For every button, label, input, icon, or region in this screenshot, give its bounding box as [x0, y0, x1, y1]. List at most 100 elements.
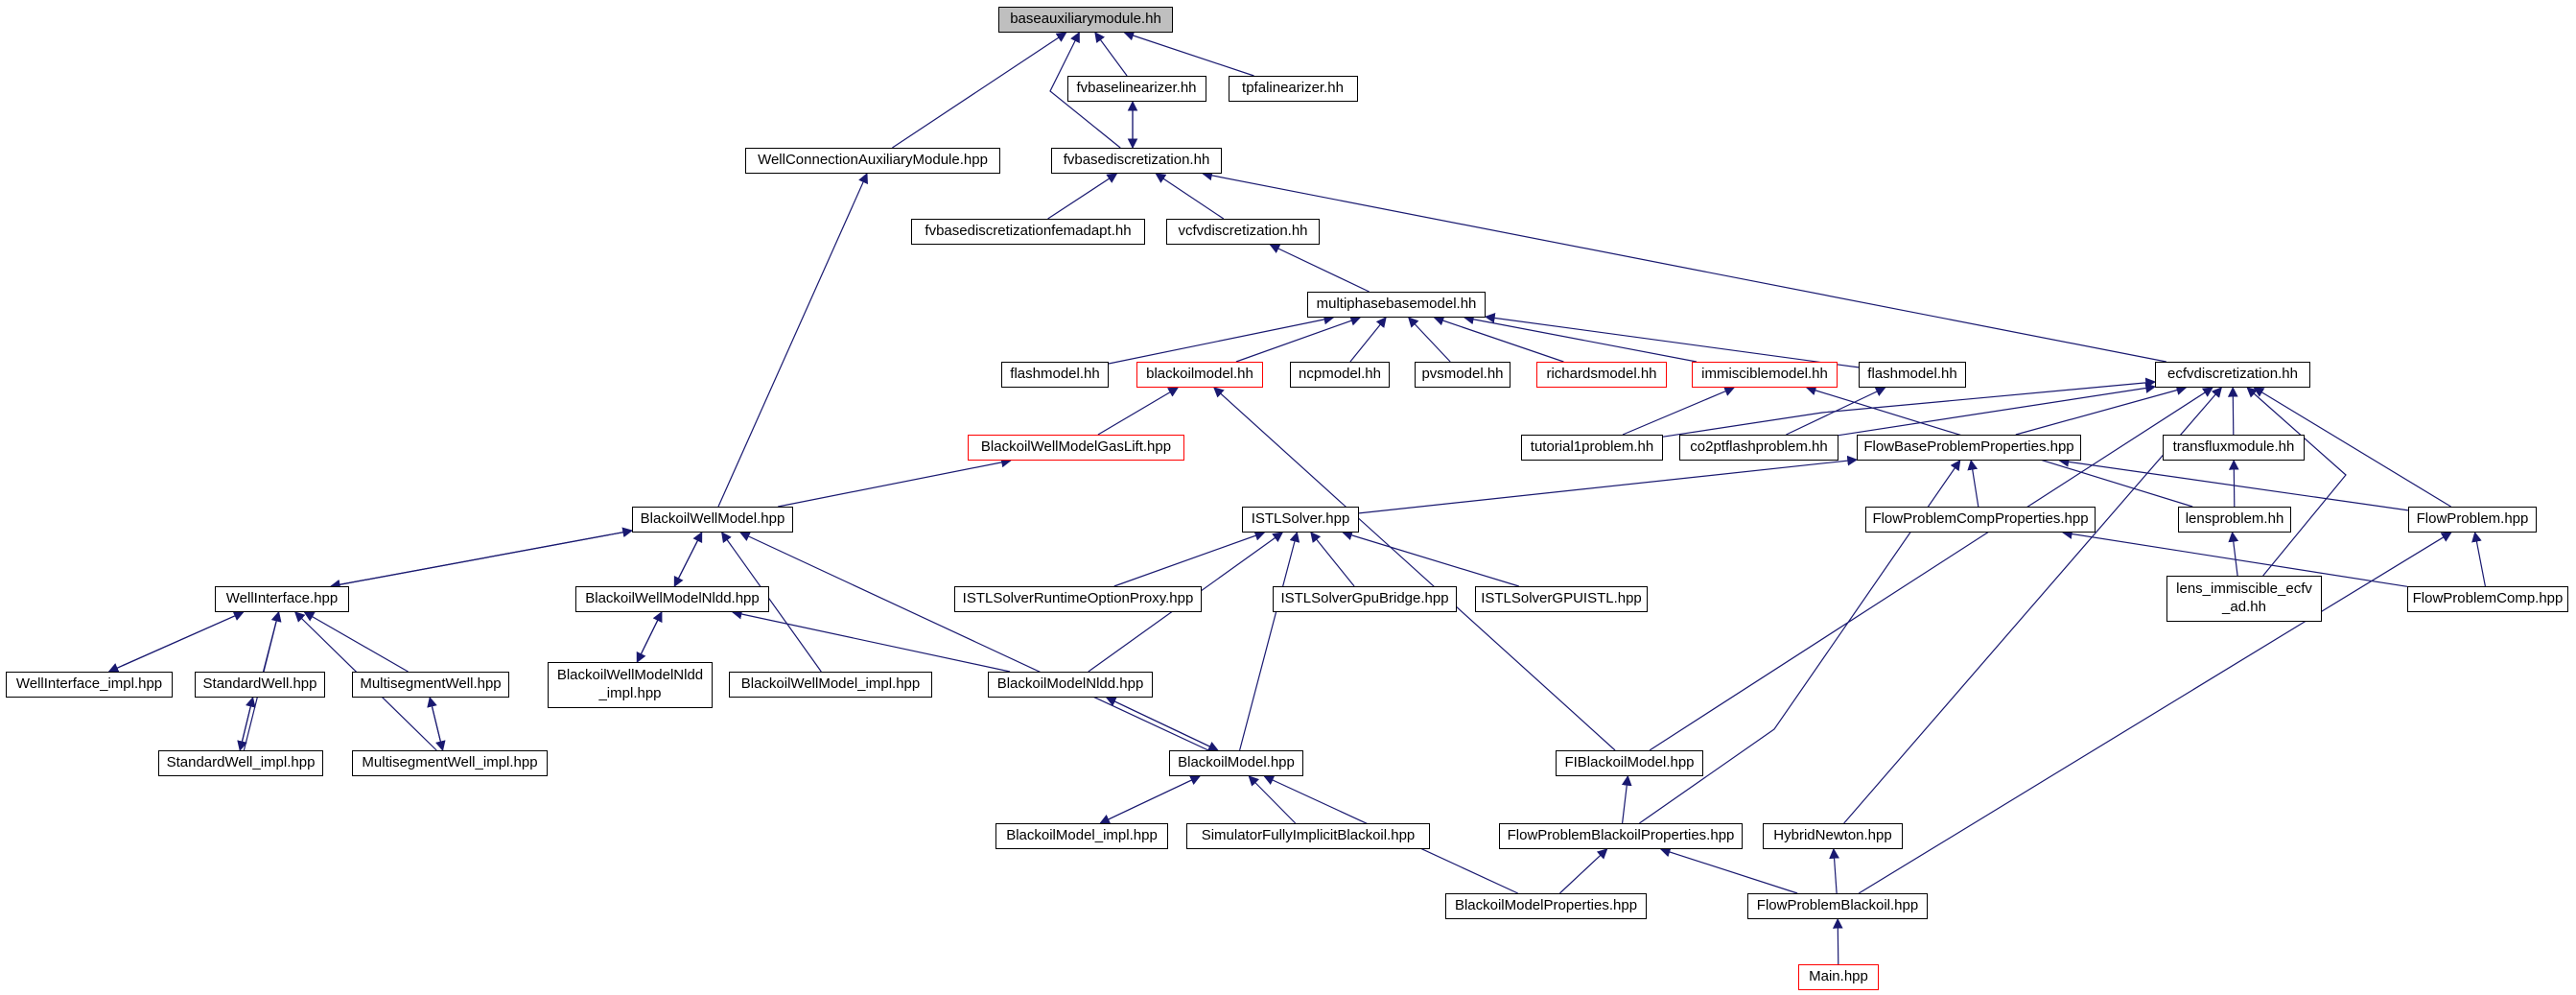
node-mswell[interactable]: MultisegmentWell.hpp — [352, 672, 509, 698]
node-lensimm[interactable]: lens_immiscible_ecfv _ad.hh — [2166, 576, 2322, 622]
node-tutorial1[interactable]: tutorial1problem.hh — [1521, 435, 1663, 461]
node-ncp[interactable]: ncpmodel.hh — [1290, 362, 1390, 388]
edge-mswell-mswell_impl — [429, 697, 446, 752]
edge-bwmnldd-bwmnldd_impl — [636, 611, 663, 663]
node-bwmnldd_impl[interactable]: BlackoilWellModelNldd _impl.hpp — [548, 662, 713, 708]
node-wellconn[interactable]: WellConnectionAuxiliaryModule.hpp — [745, 148, 1000, 174]
node-transflux[interactable]: transfluxmodule.hh — [2163, 435, 2305, 461]
edge-lensprob-transflux — [2228, 459, 2239, 508]
edge-istl-fbpp — [1358, 455, 1859, 514]
node-pvs[interactable]: pvsmodel.hh — [1415, 362, 1510, 388]
edge-flashL-multiphase — [1108, 314, 1335, 365]
edge-bmprops-fpbp — [1558, 848, 1608, 894]
node-flashL[interactable]: flashmodel.hh — [1001, 362, 1109, 388]
edge-bwm_impl-bwm — [721, 532, 822, 673]
node-multiphase[interactable]: multiphasebasemodel.hh — [1307, 292, 1486, 318]
node-femadapt[interactable]: fvbasediscretizationfemadapt.hh — [911, 219, 1145, 245]
node-istl[interactable]: ISTLSolver.hpp — [1242, 507, 1359, 533]
node-fibm[interactable]: FIBlackoilModel.hpp — [1556, 750, 1703, 776]
node-bmprops[interactable]: BlackoilModelProperties.hpp — [1445, 893, 1647, 919]
node-fbpp[interactable]: FlowBaseProblemProperties.hpp — [1857, 435, 2081, 461]
node-fpbp[interactable]: FlowProblemBlackoilProperties.hpp — [1499, 823, 1743, 849]
edge-fvbasedisc-base — [1049, 32, 1121, 149]
edge-bwm-gaslift — [778, 457, 1012, 508]
node-tpfalin[interactable]: tpfalinearizer.hh — [1228, 76, 1358, 102]
edge-tutorial1-immiscible — [1622, 386, 1735, 436]
node-istlproxy[interactable]: ISTLSolverRuntimeOptionProxy.hpp — [954, 586, 1202, 612]
edge-fpcomp-flowprob — [2471, 531, 2486, 587]
edge-fibm-ecfv — [1649, 387, 2213, 751]
node-vcfv[interactable]: vcfvdiscretization.hh — [1166, 219, 1320, 245]
node-wellif_impl[interactable]: WellInterface_impl.hpp — [6, 672, 173, 698]
node-hybridnewton[interactable]: HybridNewton.hpp — [1763, 823, 1903, 849]
edge-wellconn-base — [892, 32, 1067, 149]
node-co2pt[interactable]: co2ptflashproblem.hh — [1679, 435, 1838, 461]
edge-flashR-multiphase — [1484, 313, 1860, 368]
node-blackoilmodel[interactable]: blackoilmodel.hh — [1136, 362, 1263, 388]
node-istlgpubridge[interactable]: ISTLSolverGpuBridge.hpp — [1273, 586, 1457, 612]
edge-istlgpubridge-istl — [1310, 532, 1355, 587]
edge-fpcp-fbpp — [1967, 459, 1979, 508]
edge-fpbp-fbpp — [1639, 460, 1961, 824]
edge-fbpp-ecfv — [2015, 385, 2188, 436]
edge-blackoilmodel-multiphase — [1235, 316, 1362, 363]
edge-fpblackoil-hybridnewton — [1829, 847, 1839, 894]
node-fvbasedisc[interactable]: fvbasediscretization.hh — [1051, 148, 1222, 174]
edge-richards-multiphase — [1433, 316, 1564, 363]
edge-lensimm-lensprob — [2228, 531, 2239, 577]
edge-flowprob-fbpp — [2058, 457, 2409, 511]
edge-co2pt-ecfv — [1838, 383, 2157, 437]
edge-flowprob-ecfv — [2253, 387, 2451, 508]
node-bmodel_impl[interactable]: BlackoilModel_impl.hpp — [995, 823, 1168, 849]
node-gaslift[interactable]: BlackoilWellModelGasLift.hpp — [968, 435, 1184, 461]
node-base[interactable]: baseauxiliarymodule.hh — [998, 7, 1173, 33]
node-immiscible[interactable]: immisciblemodel.hh — [1692, 362, 1838, 388]
edge-stdwell-stdwell_impl — [237, 697, 254, 752]
edge-gaslift-blackoilmodel — [1097, 387, 1180, 436]
edge-bmodel-istl — [1239, 531, 1300, 751]
edge-hybridnewton-ecfv — [1843, 387, 2223, 824]
edges-group — [107, 30, 2486, 965]
edge-bwm-wellconn — [717, 173, 868, 508]
edge-fpcomp-fpcp — [2061, 529, 2408, 587]
edge-ecfv-fvbasedisc — [1202, 170, 2166, 363]
node-fpblackoil[interactable]: FlowProblemBlackoil.hpp — [1747, 893, 1928, 919]
edge-pvs-multiphase — [1408, 317, 1451, 363]
edge-femadapt-fvbasedisc — [1047, 173, 1118, 220]
edge-bmnldd-bmodel — [1106, 697, 1219, 751]
node-ecfv[interactable]: ecfvdiscretization.hh — [2155, 362, 2310, 388]
edge-tutorial1-ecfv — [1662, 377, 2157, 438]
node-bmnldd[interactable]: BlackoilModelNldd.hpp — [988, 672, 1153, 698]
edge-bmodel-bwm — [739, 532, 1209, 751]
node-wellif[interactable]: WellInterface.hpp — [215, 586, 349, 612]
edge-bwm-bwmnldd — [673, 532, 703, 587]
node-flowprob[interactable]: FlowProblem.hpp — [2408, 507, 2537, 533]
node-fvbaselin[interactable]: fvbaselinearizer.hh — [1066, 76, 1206, 102]
edge-bwm-wellif — [329, 530, 633, 590]
edge-multiphase-vcfv — [1269, 244, 1370, 293]
edge-transflux-ecfv — [2227, 386, 2238, 436]
node-bwmnldd[interactable]: BlackoilWellModelNldd.hpp — [575, 586, 769, 612]
node-simfib[interactable]: SimulatorFullyImplicitBlackoil.hpp — [1186, 823, 1430, 849]
node-bwm_impl[interactable]: BlackoilWellModel_impl.hpp — [729, 672, 932, 698]
edge-fpblackoil-fpbp — [1659, 846, 1798, 894]
edge-lensimm-ecfv — [2246, 387, 2347, 577]
node-main[interactable]: Main.hpp — [1798, 964, 1879, 990]
edge-co2pt-flashR — [1786, 387, 1886, 436]
node-istlgpuistl[interactable]: ISTLSolverGPUISTL.hpp — [1475, 586, 1648, 612]
node-stdwell[interactable]: StandardWell.hpp — [195, 672, 325, 698]
node-bwm[interactable]: BlackoilWellModel.hpp — [632, 507, 793, 533]
edge-bmodel-bmodel_impl — [1099, 775, 1201, 824]
node-stdwell_impl[interactable]: StandardWell_impl.hpp — [158, 750, 323, 776]
node-richards[interactable]: richardsmodel.hh — [1536, 362, 1667, 388]
edge-wellif-wellif_impl — [107, 611, 244, 674]
node-fpcp[interactable]: FlowProblemCompProperties.hpp — [1865, 507, 2096, 533]
node-fpcomp[interactable]: FlowProblemComp.hpp — [2407, 586, 2568, 612]
edge-istlproxy-istl — [1113, 531, 1266, 587]
node-flashR[interactable]: flashmodel.hh — [1859, 362, 1966, 388]
node-mswell_impl[interactable]: MultisegmentWell_impl.hpp — [352, 750, 548, 776]
node-lensprob[interactable]: lensproblem.hh — [2178, 507, 2291, 533]
node-bmodel[interactable]: BlackoilModel.hpp — [1169, 750, 1303, 776]
